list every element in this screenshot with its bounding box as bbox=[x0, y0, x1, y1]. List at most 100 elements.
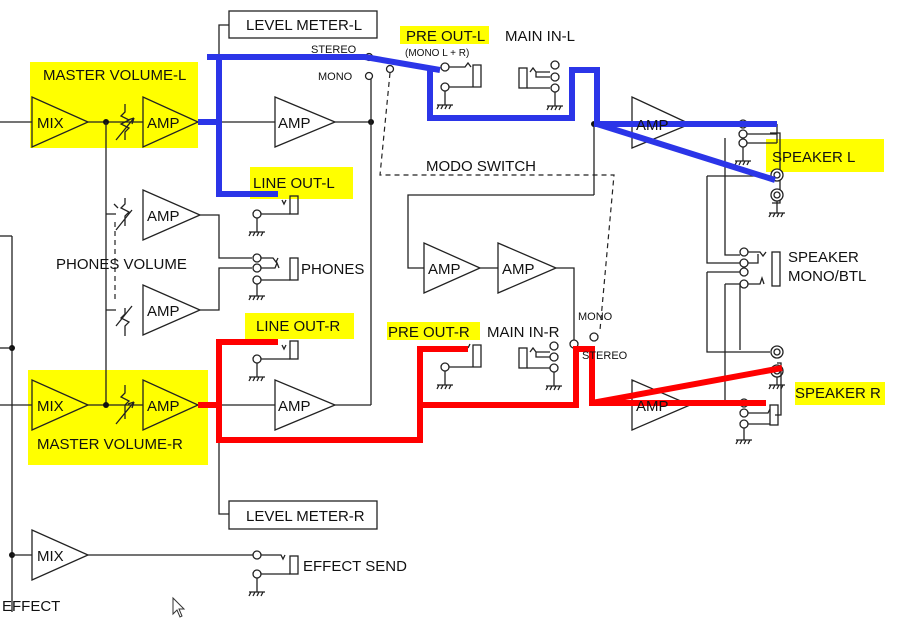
amp-main-r-block bbox=[274, 379, 337, 431]
mono-lr-label: (MONO L + R) bbox=[405, 48, 469, 59]
line-out-l-sleeve[interactable] bbox=[252, 209, 262, 219]
master-volume-l-pot-icon bbox=[115, 104, 135, 141]
effect-send-sleeve[interactable] bbox=[252, 569, 262, 579]
main-in-l-contact[interactable] bbox=[550, 60, 560, 70]
stereo-r-label: STEREO bbox=[582, 350, 628, 362]
line-out-r-jack-body bbox=[289, 340, 299, 360]
speaker-l-contact[interactable] bbox=[738, 138, 748, 148]
amp-master-r-label: AMP bbox=[147, 398, 180, 415]
line-out-r-sleeve[interactable] bbox=[252, 354, 262, 364]
pre-out-l-jack bbox=[449, 61, 482, 88]
modo-switch-label: MODO SWITCH bbox=[426, 158, 536, 175]
line-out-r-label: LINE OUT-R bbox=[256, 318, 340, 335]
amp-main-l-block bbox=[274, 96, 337, 148]
main-in-l-contact[interactable] bbox=[550, 83, 560, 93]
speaker-r-contact[interactable] bbox=[739, 408, 749, 418]
stereo-switch-contact-r[interactable] bbox=[589, 332, 599, 342]
wire bbox=[556, 267, 575, 340]
mix-r-block bbox=[31, 378, 90, 432]
amp-mono-1-label: AMP bbox=[428, 261, 461, 278]
binding-post-inner bbox=[773, 348, 781, 356]
phones-contact[interactable] bbox=[252, 263, 262, 273]
left-signal-path bbox=[198, 54, 777, 197]
speaker-mono-contact[interactable] bbox=[739, 258, 749, 268]
amp-phones-l-label: AMP bbox=[147, 208, 180, 225]
speaker-mono-contact[interactable] bbox=[739, 267, 749, 277]
wire bbox=[200, 214, 252, 311]
highlight-pre-out-l bbox=[400, 26, 489, 44]
mix-effect-label: MIX bbox=[37, 548, 64, 565]
mode-switch-link bbox=[379, 72, 615, 331]
phones-jack bbox=[248, 257, 290, 301]
speaker-mono-label-2: MONO/BTL bbox=[788, 268, 866, 285]
highlight-master-volume-l bbox=[30, 62, 198, 148]
right-signal-path bbox=[198, 339, 783, 443]
amp-mono-1-block bbox=[423, 241, 482, 295]
amp-mono-2-label: AMP bbox=[502, 261, 535, 278]
speaker-l-contact[interactable] bbox=[738, 129, 748, 139]
amp-master-l-block bbox=[142, 95, 200, 149]
main-in-r-contact[interactable] bbox=[549, 363, 559, 373]
level-meter-r-label: LEVEL METER-R bbox=[246, 508, 365, 525]
mix-l-block bbox=[31, 95, 90, 149]
amp-main-l-label: AMP bbox=[278, 115, 311, 132]
phones-volume-label: PHONES VOLUME bbox=[56, 256, 187, 273]
line-out-l-jack bbox=[248, 199, 290, 237]
amp-phones-l-block bbox=[142, 189, 202, 241]
speaker-l-bracket bbox=[770, 132, 781, 204]
amp-power-r-label: AMP bbox=[636, 398, 669, 415]
speaker-mono-label-1: SPEAKER bbox=[788, 249, 859, 266]
amp-phones-r-block bbox=[142, 284, 202, 336]
amp-main-r-label: AMP bbox=[278, 398, 311, 415]
highlight-line-out-r bbox=[245, 313, 354, 339]
main-in-r-jack bbox=[527, 346, 550, 369]
effect-send-jack-body bbox=[289, 555, 299, 575]
effect-send-jack bbox=[248, 554, 290, 597]
amp-mono-2-block bbox=[497, 242, 558, 294]
amp-power-l-label: AMP bbox=[636, 117, 669, 134]
highlight-speaker-r bbox=[795, 382, 885, 405]
mix-r-label: MIX bbox=[37, 398, 64, 415]
pre-out-l-tip[interactable] bbox=[440, 62, 450, 72]
pre-out-l-sleeve[interactable] bbox=[440, 82, 450, 92]
main-in-r-contact[interactable] bbox=[549, 341, 559, 351]
main-in-l-label: MAIN IN-L bbox=[505, 28, 575, 45]
main-in-r-contact[interactable] bbox=[549, 352, 559, 362]
stereo-label: STEREO bbox=[311, 44, 357, 56]
master-volume-l-label: MASTER VOLUME-L bbox=[43, 67, 186, 84]
mono-switch-contact[interactable] bbox=[364, 71, 374, 81]
highlight-master-volume-r bbox=[28, 370, 208, 465]
speaker-mono-contact[interactable] bbox=[739, 247, 749, 257]
speaker-mono-jack-body bbox=[771, 251, 781, 287]
speaker-r-contact[interactable] bbox=[739, 419, 749, 429]
ground-icon bbox=[546, 92, 563, 111]
wire bbox=[407, 194, 594, 269]
main-in-l-jack-body bbox=[518, 67, 528, 89]
level-meter-r-box bbox=[228, 500, 378, 530]
phones-contact[interactable] bbox=[252, 275, 262, 285]
pre-out-r-sleeve[interactable] bbox=[440, 362, 450, 372]
amp-phones-r-label: AMP bbox=[147, 303, 180, 320]
master-volume-r-label: MASTER VOLUME-R bbox=[37, 436, 183, 453]
highlight-speaker-l bbox=[766, 139, 884, 172]
phones-label: PHONES bbox=[301, 261, 364, 278]
binding-post-inner bbox=[773, 191, 781, 199]
speaker-mono-contact[interactable] bbox=[739, 279, 749, 289]
phones-contact[interactable] bbox=[252, 253, 262, 263]
ground-icon bbox=[545, 372, 562, 391]
main-in-l-jack bbox=[527, 66, 550, 89]
line-out-r-jack bbox=[248, 344, 290, 382]
effect-send-tip[interactable] bbox=[252, 550, 262, 560]
main-in-l-contact[interactable] bbox=[550, 72, 560, 82]
pre-out-r-label: PRE OUT-R bbox=[388, 324, 470, 341]
wire bbox=[218, 24, 229, 55]
wire bbox=[706, 138, 770, 264]
speaker-r-label: SPEAKER R bbox=[795, 385, 881, 402]
speaker-r-jack bbox=[735, 408, 771, 445]
switch-common-contact[interactable] bbox=[385, 64, 395, 74]
effect-send-label: EFFECT SEND bbox=[303, 558, 407, 575]
effect-label: EFFECT bbox=[2, 598, 60, 615]
speaker-r-jack-body bbox=[769, 404, 779, 426]
line-out-l-label: LINE OUT-L bbox=[253, 175, 335, 192]
